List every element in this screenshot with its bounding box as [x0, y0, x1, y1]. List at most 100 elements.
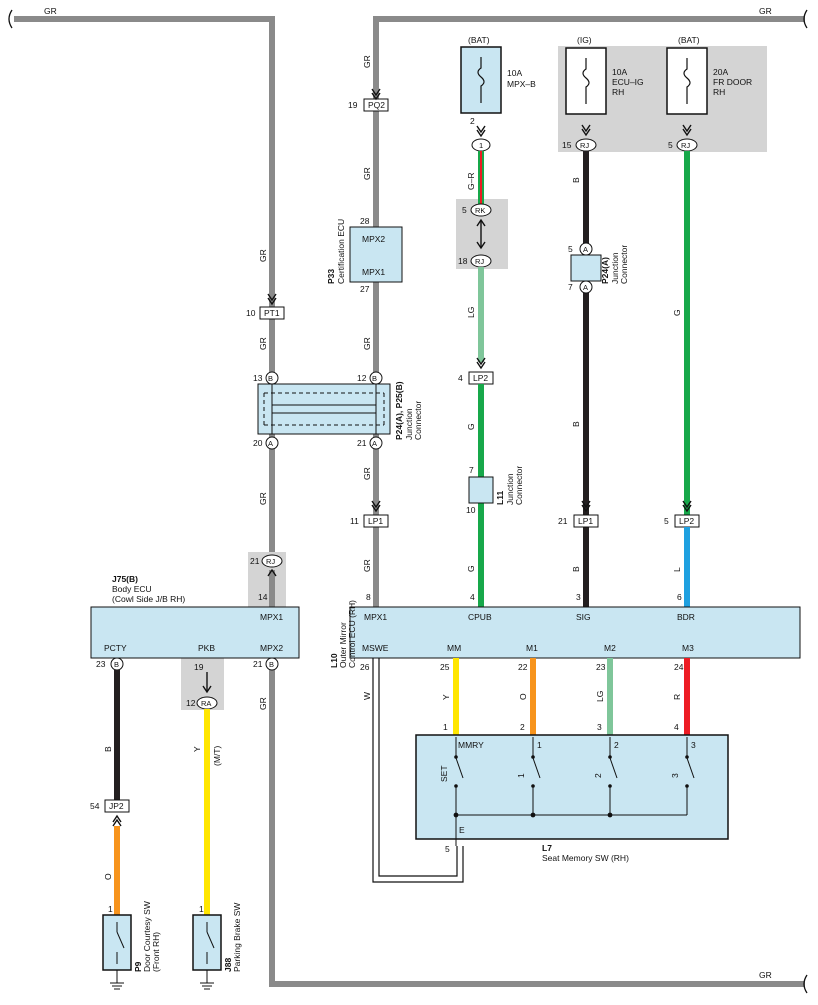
svg-text:21: 21 — [253, 659, 263, 669]
wire-sig: B B B A 5 A 7 P24(A) Junction Connector … — [558, 151, 629, 607]
svg-text:6: 6 — [677, 592, 682, 602]
svg-text:26: 26 — [360, 662, 370, 672]
svg-text:RH: RH — [713, 87, 725, 97]
svg-text:Y: Y — [192, 746, 202, 752]
svg-text:LP1: LP1 — [578, 516, 593, 526]
svg-text:5: 5 — [668, 140, 673, 150]
svg-text:A: A — [372, 439, 377, 448]
svg-text:Junction: Junction — [610, 252, 620, 284]
svg-text:A: A — [583, 245, 588, 254]
svg-text:MPX1: MPX1 — [260, 612, 283, 622]
svg-text:B: B — [114, 660, 119, 669]
svg-text:P9: P9 — [133, 961, 143, 972]
connector-pt1: PT1 10 — [246, 293, 285, 320]
wire-pcty: B JP2 54 O — [90, 670, 130, 915]
svg-text:Y: Y — [441, 694, 451, 700]
svg-text:A: A — [268, 439, 273, 448]
svg-text:MMRY: MMRY — [458, 740, 484, 750]
svg-text:1: 1 — [516, 773, 526, 778]
svg-text:LP1: LP1 — [368, 516, 383, 526]
svg-text:SET: SET — [439, 765, 449, 782]
svg-text:L7: L7 — [542, 843, 552, 853]
svg-text:MPX–B: MPX–B — [507, 79, 536, 89]
svg-text:SIG: SIG — [576, 612, 591, 622]
svg-text:P24(A): P24(A) — [600, 257, 610, 284]
gr-label-right: GR — [759, 6, 772, 16]
svg-text:18: 18 — [458, 256, 468, 266]
svg-text:P33: P33 — [326, 269, 336, 284]
svg-text:O: O — [103, 873, 113, 880]
svg-text:Junction: Junction — [404, 408, 414, 440]
svg-text:W: W — [362, 692, 372, 700]
svg-text:Control ECU (RH): Control ECU (RH) — [347, 600, 357, 668]
svg-text:10: 10 — [246, 308, 256, 318]
svg-text:Certification ECU: Certification ECU — [336, 219, 346, 284]
svg-text:J75(B): J75(B) — [112, 574, 138, 584]
svg-text:5: 5 — [664, 516, 669, 526]
svg-text:3: 3 — [691, 740, 696, 750]
svg-text:B: B — [268, 374, 273, 383]
svg-text:2: 2 — [593, 773, 603, 778]
door-courtesy-switch: 1 P9 Door Courtesy SW (Front RH) — [102, 901, 161, 990]
svg-text:JP2: JP2 — [109, 801, 124, 811]
svg-text:28: 28 — [360, 216, 370, 226]
svg-text:(BAT): (BAT) — [468, 35, 490, 45]
svg-text:MPX2: MPX2 — [260, 643, 283, 653]
svg-text:11: 11 — [350, 516, 359, 526]
svg-text:E: E — [459, 825, 465, 835]
svg-text:L11: L11 — [495, 491, 505, 505]
gr-vertical-labels: GR GR GR GR GR GR GR GR GR — [258, 55, 372, 710]
svg-text:10: 10 — [466, 505, 476, 515]
connector-rk-rj: RK 5 RJ 18 — [458, 203, 492, 268]
svg-text:GR: GR — [362, 559, 372, 572]
svg-text:5: 5 — [462, 205, 467, 215]
wire-pkb: RA 12 Y (M/T) — [186, 672, 222, 915]
connector-rj-body: RJ 21 14 — [250, 554, 283, 602]
svg-text:14: 14 — [258, 592, 268, 602]
motor-wires: Y O LG R 1 2 3 4 — [441, 658, 690, 735]
svg-text:20A: 20A — [713, 67, 728, 77]
parking-brake-switch: 1 J88 Parking Brake SW — [192, 903, 242, 990]
svg-text:GR: GR — [362, 167, 372, 180]
svg-text:3: 3 — [597, 722, 602, 732]
svg-text:(IG): (IG) — [577, 35, 592, 45]
svg-text:R: R — [672, 694, 682, 700]
svg-text:M3: M3 — [682, 643, 694, 653]
wire-cpub: LG LP2 4 G G 7 10 L11 Junction Connector — [458, 267, 524, 607]
svg-text:M1: M1 — [526, 643, 538, 653]
svg-text:B: B — [571, 421, 581, 427]
svg-text:PKB: PKB — [198, 643, 215, 653]
svg-text:13: 13 — [253, 373, 263, 383]
gr-label-left: GR — [44, 6, 57, 16]
break-symbols — [8, 9, 808, 994]
svg-text:1: 1 — [108, 904, 113, 914]
svg-text:MPX1: MPX1 — [364, 612, 387, 622]
wire-g-r: G–R — [466, 151, 484, 205]
fuse-mpx-b: (BAT) 10A MPX–B 2 1 — [460, 35, 536, 152]
svg-text:GR: GR — [258, 697, 268, 710]
svg-text:21: 21 — [558, 516, 568, 526]
svg-text:G: G — [672, 309, 682, 316]
svg-text:L10: L10 — [329, 653, 339, 668]
svg-text:GR: GR — [258, 249, 268, 262]
svg-text:4: 4 — [674, 722, 679, 732]
svg-text:10A: 10A — [612, 67, 627, 77]
svg-text:12: 12 — [186, 698, 196, 708]
fuse-ecu-ig: (IG) 10A ECU–IG RH RJ 15 — [562, 35, 644, 152]
svg-text:LP2: LP2 — [679, 516, 694, 526]
svg-text:B: B — [372, 374, 377, 383]
svg-text:15: 15 — [562, 140, 572, 150]
svg-text:54: 54 — [90, 801, 100, 811]
svg-text:(BAT): (BAT) — [678, 35, 700, 45]
svg-text:2: 2 — [520, 722, 525, 732]
svg-text:RJ: RJ — [681, 141, 690, 150]
svg-text:GR: GR — [362, 337, 372, 350]
svg-text:CPUB: CPUB — [468, 612, 492, 622]
fuse-fr-door: (BAT) 20A FR DOOR RH RJ 5 — [666, 35, 752, 152]
body-ecu: J75(B) Body ECU (Cowl Side J/B RH) MPX1 … — [90, 574, 300, 672]
svg-text:5: 5 — [568, 244, 573, 254]
svg-text:23: 23 — [596, 662, 606, 672]
svg-text:G: G — [466, 565, 476, 572]
svg-text:19: 19 — [194, 662, 204, 672]
